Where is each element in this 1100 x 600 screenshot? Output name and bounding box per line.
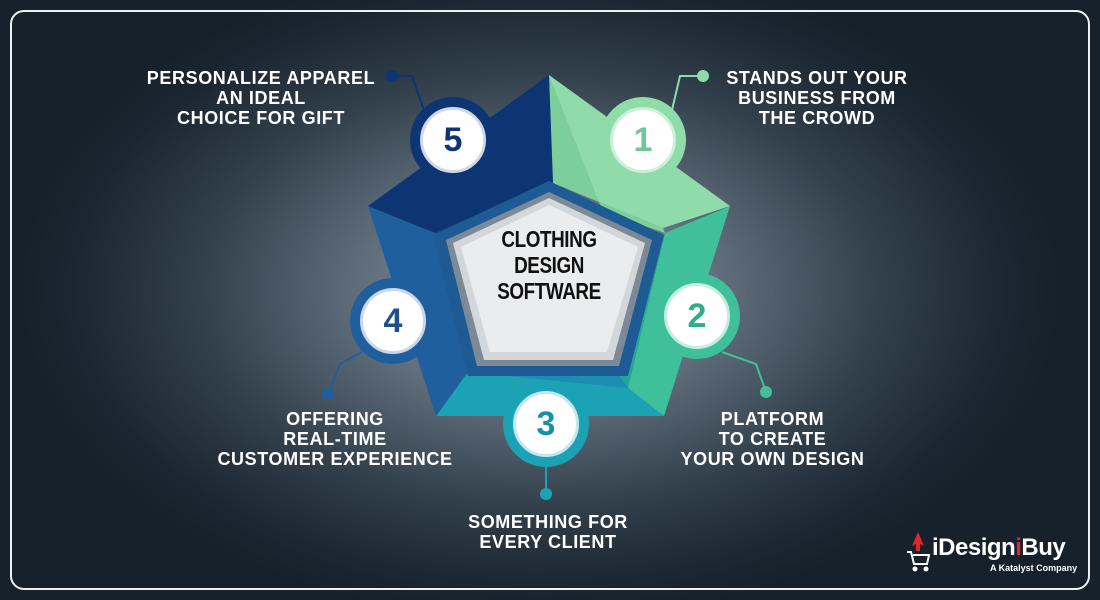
- connector-dot-5: [386, 70, 398, 82]
- number-badge-1: 1: [610, 107, 676, 173]
- brand-name: iDesigniBuy: [932, 534, 1066, 561]
- connector-dot-3: [540, 488, 552, 500]
- label-2-line: YOUR OWN DESIGN: [680, 449, 865, 469]
- label-4: OFFERING REAL-TIME CUSTOMER EXPERIENCE: [210, 409, 460, 469]
- number-1: 1: [633, 120, 653, 159]
- number-badge-2: 2: [664, 283, 730, 349]
- connector-dot-1: [697, 70, 709, 82]
- label-1-line: BUSINESS FROM: [738, 88, 896, 108]
- label-2-line: TO CREATE: [718, 429, 827, 449]
- label-4-line: OFFERING: [286, 409, 384, 429]
- brand-logo: iDesigniBuy A Katalyst Company: [904, 530, 1079, 578]
- number-2: 2: [687, 296, 707, 335]
- connector-dot-4: [322, 388, 334, 400]
- connector-5: [392, 75, 425, 111]
- center-title-line: DESIGN: [514, 252, 584, 278]
- center-title: CLOTHING DESIGN SOFTWARE: [489, 226, 609, 304]
- label-5: PERSONALIZE APPAREL AN IDEAL CHOICE FOR …: [143, 68, 379, 128]
- label-5-line: PERSONALIZE APPAREL: [146, 68, 376, 88]
- number-5: 5: [443, 120, 463, 159]
- label-3-line: EVERY CLIENT: [479, 532, 617, 552]
- label-4-line: REAL-TIME: [283, 429, 387, 449]
- label-5-line: AN IDEAL: [216, 88, 306, 108]
- inner-core: [461, 205, 638, 352]
- connector-2: [721, 351, 767, 393]
- label-3-line: SOMETHING FOR: [468, 512, 628, 532]
- connector-4: [327, 351, 363, 395]
- cart-pen-icon: [907, 532, 931, 572]
- label-3: SOMETHING FOR EVERY CLIENT: [456, 512, 640, 552]
- brand-tagline: A Katalyst Company: [990, 563, 1078, 573]
- label-4-line: CUSTOMER EXPERIENCE: [217, 449, 453, 469]
- segment-1-inner: [549, 75, 665, 233]
- center-title-line: CLOTHING: [501, 226, 597, 252]
- number-badge-5: 5: [420, 107, 486, 173]
- center-title-line: SOFTWARE: [497, 278, 601, 304]
- number-badge-3: 3: [513, 391, 579, 457]
- label-5-line: CHOICE FOR GIFT: [177, 108, 345, 128]
- number-3: 3: [536, 404, 556, 443]
- label-1-line: STANDS OUT YOUR: [726, 68, 908, 88]
- label-1: STANDS OUT YOUR BUSINESS FROM THE CROWD: [712, 68, 922, 128]
- number-badge-4: 4: [360, 288, 426, 354]
- number-4: 4: [383, 301, 403, 340]
- connector-dot-2: [760, 386, 772, 398]
- label-1-line: THE CROWD: [758, 108, 876, 128]
- label-2-line: PLATFORM: [720, 409, 825, 429]
- border-frame: [10, 10, 1090, 590]
- connector-1: [671, 75, 703, 111]
- label-2: PLATFORM TO CREATE YOUR OWN DESIGN: [670, 409, 875, 469]
